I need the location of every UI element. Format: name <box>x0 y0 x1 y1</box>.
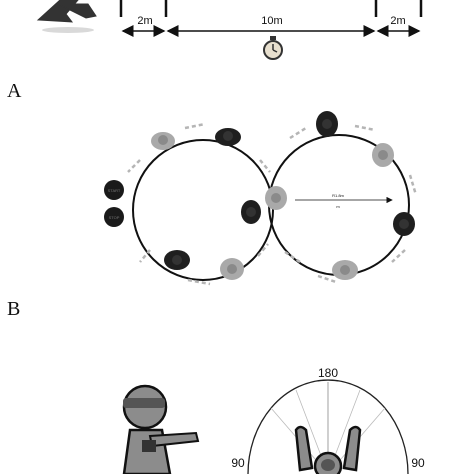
walker-figure-light-2 <box>372 143 394 167</box>
walker-figure-light-5 <box>332 260 358 280</box>
walker-figure-dark-4 <box>393 212 415 236</box>
angle-label-left: 90 <box>231 456 245 470</box>
distance-label-right: 2m <box>390 15 405 27</box>
stop-cone-label: STOP <box>109 215 120 220</box>
panel-b-letter: B <box>7 298 21 320</box>
radius-sublabel: m <box>336 204 340 209</box>
walker-figure-light-1 <box>151 132 175 150</box>
stop-cone: STOP <box>104 207 124 227</box>
distance-label-left: 2m <box>137 15 152 27</box>
loop-left <box>132 139 274 281</box>
walker-figure-dark-1 <box>215 128 241 146</box>
distance-label-middle: 10m <box>261 15 282 27</box>
panel-a-letter: A <box>7 80 22 102</box>
radius-label: R1.8m <box>332 193 344 198</box>
walker-figure-light-3 <box>265 186 287 210</box>
start-cone: START <box>104 180 124 200</box>
front-view-person <box>294 425 362 474</box>
protractor-arc <box>247 379 409 474</box>
stopwatch-icon <box>263 36 283 60</box>
side-view-person <box>122 384 200 474</box>
walker-figure-dark-3 <box>241 200 261 224</box>
start-cone-label: START <box>108 188 121 193</box>
figure-eight-panel: R1.8m m START STOP <box>104 111 418 286</box>
walker-figure-light-4 <box>220 258 244 280</box>
walker-figure-dark-5 <box>164 250 190 270</box>
direction-arrows <box>127 122 418 286</box>
arm-elevation-panel: 180 90 90 <box>122 366 425 474</box>
walker-figure-dark-2 <box>316 111 338 137</box>
sprint-panel: 2m 10m 2m <box>36 0 423 60</box>
angle-label-top: 180 <box>318 366 338 380</box>
runner-figure <box>36 0 97 33</box>
angle-label-right: 90 <box>411 456 425 470</box>
